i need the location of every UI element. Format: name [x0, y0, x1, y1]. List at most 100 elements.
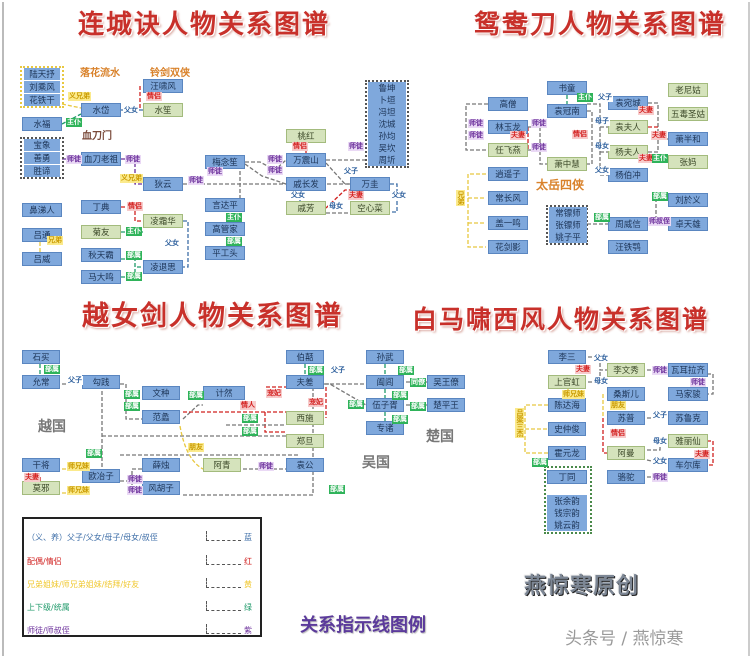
relation-label: 父女	[391, 191, 407, 200]
country-label-wu: 吴国	[362, 455, 390, 471]
relation-label: 部属	[44, 365, 60, 374]
character-node: 梅念笙	[205, 155, 245, 169]
character-node: 言达平	[205, 198, 245, 212]
relation-label: 师徒	[468, 131, 484, 140]
source-watermark: 头条号 / 燕惊寒	[565, 629, 684, 649]
character-node: 专诸	[366, 421, 404, 435]
relation-label: 义兄弟	[120, 174, 143, 183]
character-node: 苏鲁克	[668, 411, 708, 425]
character-node: 李三	[548, 350, 586, 364]
relation-label: 部属	[188, 391, 204, 400]
character-node: 苏普	[607, 411, 645, 425]
character-node: 水福	[22, 117, 62, 131]
legend-row-green: 上下级/统属 绿	[24, 599, 260, 615]
relation-label: 朋友	[188, 443, 204, 452]
relation-label: 情侣	[610, 429, 626, 438]
relation-label: 父子	[652, 411, 668, 420]
character-node: 汪啸风	[143, 79, 183, 93]
relation-label: 夫妻	[694, 450, 710, 459]
title-yuanyangdao: 鸳鸯刀人物关系图谱	[474, 10, 727, 40]
character-node: 郑旦	[286, 434, 324, 448]
relation-label: 夫妻	[638, 154, 654, 163]
legend-line-icon	[206, 531, 241, 541]
character-node: 秋天霸	[81, 248, 121, 262]
relation-label: 朋友	[610, 401, 626, 410]
character-node: 欧冶子	[82, 469, 120, 483]
character-node: 姚云韵	[547, 519, 587, 531]
relation-label: 夫妻	[638, 106, 654, 115]
character-node: 阿青	[203, 458, 241, 472]
character-node: 阿曼	[607, 446, 645, 460]
relation-label: 部属	[532, 458, 548, 467]
character-node: 血刀老祖	[81, 152, 121, 166]
relation-label: 师徒	[652, 366, 668, 375]
character-node: 李文秀	[607, 363, 645, 377]
character-node: 水笙	[143, 103, 183, 117]
character-node: 风胡子	[142, 481, 180, 495]
legend-line-icon	[206, 601, 241, 611]
relation-label: 部属	[308, 366, 324, 375]
relation-label: 师叔侄	[648, 217, 671, 226]
relation-label: 师徒	[531, 143, 547, 152]
legend-color-word: 紫	[244, 626, 252, 635]
character-node: 雅丽仙	[668, 434, 708, 448]
relation-label: 父子	[67, 376, 83, 385]
legend-row-blue: （义、养）父子/父女/母子/母女/叔侄 蓝	[24, 529, 260, 545]
character-node: 骆驼	[607, 470, 645, 484]
relation-label: 父女	[594, 166, 610, 175]
relation-label: 师徒	[267, 155, 283, 164]
relation-label: 部属	[392, 415, 408, 424]
character-node: 宝象	[24, 139, 60, 151]
character-node: 瓦耳拉齐	[668, 363, 708, 377]
relation-label: 主仆	[652, 154, 668, 163]
character-node: 车尔库	[668, 458, 708, 472]
lcj-group-frame	[20, 137, 64, 179]
character-node: 胜谛	[24, 165, 60, 177]
character-node: 萧中慧	[547, 157, 587, 171]
character-node: 袁夫人	[608, 120, 648, 134]
legend-row-purple: 师徒/师叔侄 紫	[24, 622, 260, 638]
relation-label: 夫妻	[651, 131, 667, 140]
character-node: 常长风	[488, 191, 528, 205]
lcj-group-frame	[365, 80, 409, 168]
relation-label: 夫妻	[24, 473, 40, 482]
country-label-chu: 楚国	[426, 429, 454, 445]
relation-label: 情人	[240, 401, 256, 410]
legend-color-word: 红	[244, 557, 252, 566]
relation-label: 师徒	[531, 119, 547, 128]
character-node: 戚芳	[286, 201, 326, 215]
character-node: 万震山	[286, 153, 326, 167]
character-node: 丁同	[547, 470, 587, 484]
legend-text: 兄弟姐妹/师兄弟姐妹/结拜/好友	[27, 580, 140, 589]
relation-label: 情侣	[127, 202, 143, 211]
relation-label: 母子	[594, 117, 610, 126]
title-baimaxiaoxifeng: 白马啸西风人物关系图谱	[412, 305, 710, 334]
character-node: 允常	[22, 375, 60, 389]
relation-label: 部属	[124, 402, 140, 411]
character-node: 干将	[22, 458, 60, 472]
legend-color-word: 绿	[244, 603, 252, 612]
country-label-yue: 越国	[38, 419, 66, 435]
character-node: 凌霜华	[143, 214, 183, 228]
relation-label: 师徒	[207, 167, 223, 176]
relation-label: 部属	[124, 390, 140, 399]
character-node: 凌退思	[143, 260, 183, 274]
character-node: 常镖师	[549, 207, 587, 219]
group-label-luohualiushui: 落花流水	[80, 68, 120, 79]
character-node: 西施	[286, 411, 324, 425]
character-node: 卓天雄	[668, 217, 708, 231]
legend-color-word: 黄	[244, 580, 252, 589]
character-node: 袁冠南	[547, 104, 587, 118]
character-node: 万圭	[350, 177, 390, 191]
relation-label: 部属	[594, 213, 610, 222]
character-node: 勾践	[82, 375, 120, 389]
character-node: 马大鸣	[81, 270, 121, 284]
legend-line-icon	[206, 555, 241, 565]
character-node: 杨伯冲	[608, 168, 648, 182]
character-node: 萧半和	[668, 132, 708, 146]
relation-label: 父子	[343, 167, 359, 176]
character-node: 逍遥子	[488, 167, 528, 181]
relation-label: 师徒	[125, 155, 141, 164]
character-node: 楚平王	[427, 398, 465, 412]
legend-row-yellow: 兄弟姐妹/师兄弟姐妹/结拜/好友 黄	[24, 576, 260, 592]
